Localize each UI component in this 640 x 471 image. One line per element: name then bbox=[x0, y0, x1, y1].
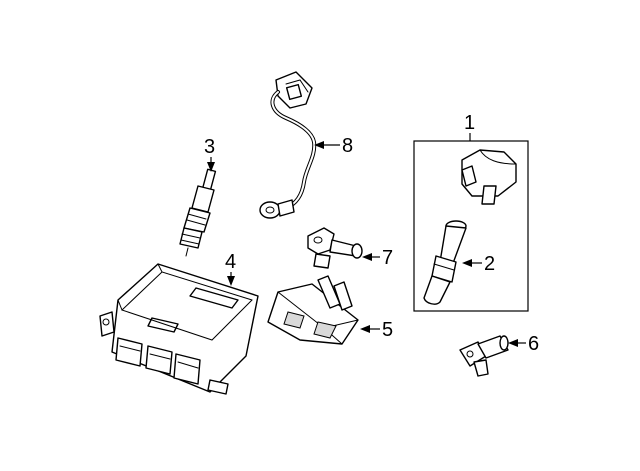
crankshaft-sensor bbox=[459, 335, 509, 377]
coil-boot bbox=[423, 220, 467, 305]
ignition-coil bbox=[461, 149, 517, 205]
callout-1: 1 bbox=[464, 112, 475, 134]
module-bracket bbox=[267, 275, 359, 345]
knock-sensor-harness bbox=[259, 71, 317, 219]
coil-assembly-box bbox=[413, 140, 529, 312]
position-sensor bbox=[307, 227, 363, 269]
callout-5: 5 bbox=[382, 319, 393, 341]
spark-plug bbox=[179, 168, 217, 257]
callout-3: 3 bbox=[204, 136, 215, 158]
callout-6: 6 bbox=[528, 333, 539, 355]
callout-4: 4 bbox=[225, 251, 236, 273]
callout-8: 8 bbox=[342, 135, 353, 157]
engine-control-module bbox=[99, 263, 259, 395]
callout-2: 2 bbox=[484, 253, 495, 275]
callout-7: 7 bbox=[382, 247, 393, 269]
